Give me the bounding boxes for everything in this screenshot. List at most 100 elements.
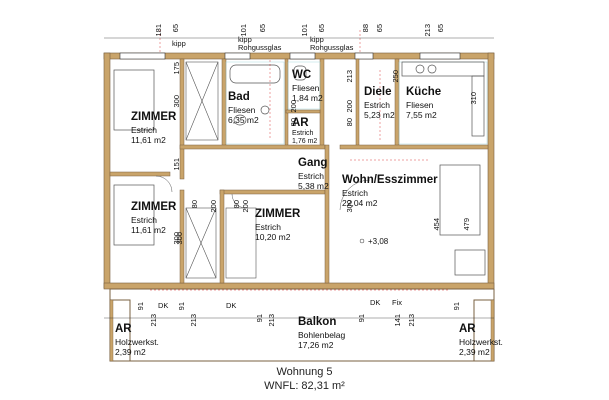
dim-top-65c: 65 xyxy=(317,24,326,33)
room-bad-name: Bad xyxy=(228,91,250,103)
dim-dk-1: DK xyxy=(158,301,169,310)
room-wohn-name: Wohn/Esszimmer xyxy=(342,174,438,186)
dim-v-200c: 200 xyxy=(289,100,298,113)
dim-b-213b: 213 xyxy=(189,314,198,327)
room-bad-floor: Fliesen xyxy=(228,105,256,115)
electrical-annotations xyxy=(150,30,450,291)
room-balkon-name: Balkon xyxy=(298,316,337,328)
kitchen-counter xyxy=(401,61,485,137)
dim-b-213c: 213 xyxy=(267,314,276,327)
room-diele-floor: Estrich xyxy=(364,100,390,110)
room-gang-name: Gang xyxy=(298,157,328,169)
dim-v-300c: 300 xyxy=(175,232,184,245)
dim-b-213a: 213 xyxy=(149,314,158,327)
room-kueche-name: Küche xyxy=(406,86,442,98)
dim-v-80a: 80 xyxy=(190,200,199,209)
dim-v-80b: 80 xyxy=(232,200,241,209)
dim-rohgussglas-1: Rohgussglas xyxy=(238,43,282,52)
room-wohn-area: 22,04 m2 xyxy=(342,198,378,208)
dim-fix: Fix xyxy=(392,298,402,307)
dim-b-91c: 91 xyxy=(255,314,264,323)
room-wc-floor: Fliesen xyxy=(292,83,320,93)
dim-v-479: 479 xyxy=(462,218,471,231)
dim-b-91b: 91 xyxy=(177,302,186,311)
unit-area: WNFL: 82,31 m² xyxy=(264,380,345,392)
room-zimmer-2-area: 11,61 m2 xyxy=(131,225,166,235)
dim-b-213d: 213 xyxy=(407,314,416,327)
room-ar-left-name: AR xyxy=(115,323,132,335)
dim-kipp-2: kipp xyxy=(238,35,252,44)
dim-v-200b: 200 xyxy=(241,200,250,213)
interior-walls xyxy=(109,58,489,284)
dim-v-300d: 300 xyxy=(345,200,354,213)
unit-title: Wohnung 5 xyxy=(276,366,333,378)
room-ar-right-area: 2,39 m2 xyxy=(459,347,490,357)
room-diele-area: 5,23 m2 xyxy=(364,110,395,120)
room-balkon-floor: Bohlenbelag xyxy=(298,330,346,340)
dim-v-250: 250 xyxy=(391,70,400,83)
dim-b-91a: 91 xyxy=(136,302,145,311)
dim-b-141: 141 xyxy=(393,314,402,327)
room-wohn-floor: Estrich xyxy=(342,188,368,198)
dim-top-213: 213 xyxy=(423,24,432,37)
room-wc-area: 1,84 m2 xyxy=(292,93,323,103)
room-zimmer-3-name: ZIMMER xyxy=(255,208,301,220)
room-zimmer-1-name: ZIMMER xyxy=(131,111,177,123)
beds xyxy=(113,69,155,246)
dim-v-151: 151 xyxy=(172,158,181,171)
balcony-storage xyxy=(109,299,495,362)
dim-top-101b: 101 xyxy=(300,24,309,37)
room-ar-inner-floor: Estrich xyxy=(292,130,314,137)
dim-top-65e: 65 xyxy=(436,24,445,33)
dim-top-88: 88 xyxy=(361,24,370,33)
dim-v-213: 213 xyxy=(345,70,354,83)
windows-top xyxy=(119,52,461,60)
room-wc-name: WC xyxy=(292,69,312,81)
room-gang-area: 5,38 m2 xyxy=(298,181,329,191)
dim-v-175: 175 xyxy=(172,62,181,75)
dim-kipp-3: kipp xyxy=(310,35,324,44)
dim-dk-2: DK xyxy=(226,301,237,310)
room-zimmer-3-floor: Estrich xyxy=(255,222,281,232)
dim-v-80d: 80 xyxy=(345,118,354,127)
dim-top-65d: 65 xyxy=(375,24,384,33)
dim-v-80c: 80 xyxy=(289,118,298,127)
room-ar-inner-area: 1,76 m2 xyxy=(292,138,318,145)
room-zimmer-1-area: 11,61 m2 xyxy=(131,135,166,145)
dim-v-300a: 300 xyxy=(172,95,181,108)
room-diele-name: Diele xyxy=(364,86,392,98)
room-kueche-area: 7,55 m2 xyxy=(406,110,437,120)
dim-v-200d: 200 xyxy=(345,100,354,113)
room-kueche-floor: Fliesen xyxy=(406,100,434,110)
room-zimmer-1-floor: Estrich xyxy=(131,125,157,135)
dim-v-310: 310 xyxy=(469,92,478,105)
dim-top-65b: 65 xyxy=(258,24,267,33)
room-zimmer-3-area: 10,20 m2 xyxy=(255,232,291,242)
room-ar-left-floor: Holzwerkst. xyxy=(115,337,159,347)
room-zimmer-2-floor: Estrich xyxy=(131,215,157,225)
dim-v-200a: 200 xyxy=(209,200,218,213)
dim-b-91d: 91 xyxy=(357,314,366,323)
room-balkon-area: 17,26 m2 xyxy=(298,340,334,350)
room-ar-inner-name: AR xyxy=(292,117,309,129)
bath-fixtures xyxy=(229,64,307,126)
dim-v-454: 454 xyxy=(432,218,441,231)
room-ar-right-floor: Holzwerkst. xyxy=(459,337,503,347)
room-gang-floor: Estrich xyxy=(298,171,324,181)
room-bad-area: 6,35 m2 xyxy=(228,115,259,125)
level-label: +3,08 xyxy=(368,237,389,246)
door-swings xyxy=(155,175,371,211)
room-zimmer-2-name: ZIMMER xyxy=(131,201,177,213)
dim-top-65a: 65 xyxy=(171,24,180,33)
dim-top-181: 181 xyxy=(154,24,163,37)
dim-rohgussglas-2: Rohgussglas xyxy=(310,43,354,52)
dim-b-91e: 91 xyxy=(452,302,461,311)
room-ar-left-area: 2,39 m2 xyxy=(115,347,146,357)
dining-table xyxy=(439,164,486,276)
closet-doors xyxy=(185,61,257,279)
dim-kipp-1: kipp xyxy=(172,39,186,48)
dim-dk-3: DK xyxy=(370,298,381,307)
room-ar-right-name: AR xyxy=(459,323,476,335)
level-marker xyxy=(359,238,365,244)
